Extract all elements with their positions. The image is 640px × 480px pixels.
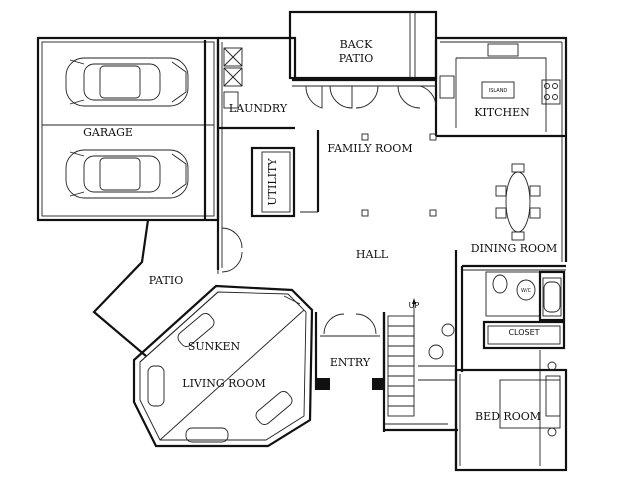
hall-pillars <box>361 133 437 217</box>
stairs <box>387 298 456 417</box>
label-living-room: LIVING ROOM <box>182 377 265 390</box>
car-bottom <box>65 149 189 199</box>
car-top <box>65 57 189 107</box>
label-sunken: SUNKEN <box>188 340 241 353</box>
label-entry: ENTRY <box>330 356 371 369</box>
label-kitchen: KITCHEN <box>474 106 530 119</box>
label-bed-room: BED ROOM <box>475 410 541 423</box>
label-island: ISLAND <box>489 88 508 94</box>
label-patio: PATIO <box>149 274 183 287</box>
label-back-patio-1: BACK <box>340 38 373 51</box>
label-utility: UTILITY <box>266 158 279 206</box>
doors <box>221 85 437 335</box>
walls <box>36 10 568 472</box>
label-up: UP <box>409 301 420 310</box>
label-back-patio-2: PATIO <box>339 52 373 65</box>
room-labels: GARAGE LAUNDRY BACK PATIO KITCHEN ISLAND… <box>83 38 557 423</box>
label-family-room: FAMILY ROOM <box>327 142 412 155</box>
label-laundry: LAUNDRY <box>229 102 288 115</box>
kitchen-fixtures <box>439 43 561 105</box>
living-furniture <box>147 313 293 443</box>
dining-table <box>495 163 541 241</box>
washer-dryer <box>223 47 243 109</box>
label-wc: W/C <box>521 288 532 294</box>
bath-fixtures <box>428 274 561 360</box>
label-closet: CLOSET <box>508 328 539 337</box>
label-dining-room: DINING ROOM <box>471 242 558 255</box>
label-hall: HALL <box>356 248 389 261</box>
bed <box>545 361 561 437</box>
label-garage: GARAGE <box>83 126 133 139</box>
